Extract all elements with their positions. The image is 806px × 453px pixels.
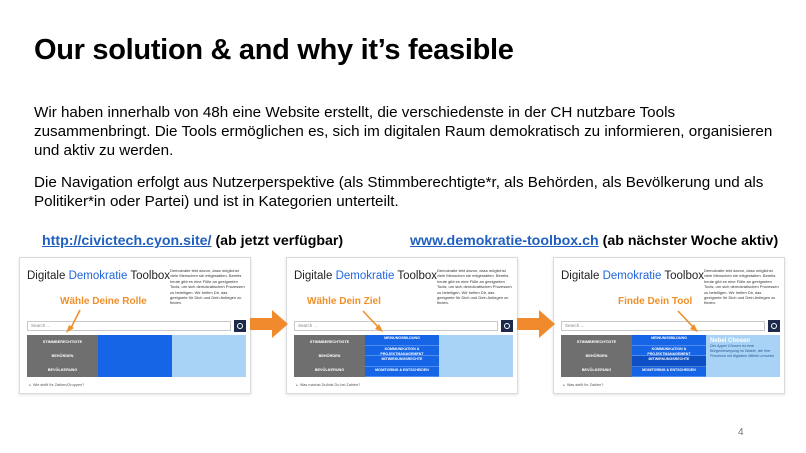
role-menu: STIMMBERECHTIGTE BEHÖRDEN BEVÖLKERUNG: [27, 335, 98, 377]
site-description: Demokratie lebt davon, dass möglichst vi…: [437, 268, 512, 306]
category-panel: [365, 335, 439, 377]
role-item[interactable]: STIMMBERECHTIGTE: [576, 340, 617, 344]
callout-arrow-icon: [66, 309, 81, 333]
search-input[interactable]: Search ...: [27, 321, 231, 331]
category-item[interactable]: MONITORING & ENTSCHEIDEN: [632, 367, 706, 377]
callout-role: Wähle Deine Rolle: [60, 296, 147, 307]
category-item[interactable]: MITWIRKUNGSRECHTE: [365, 356, 439, 367]
tool-card[interactable]: Nebel Chosen Der Appel Chosen ist eine B…: [706, 335, 780, 377]
role-menu: STIMMBERECHTIGTE BEHÖRDEN BEVÖLKERUNG: [561, 335, 632, 377]
search-input[interactable]: Search ...: [561, 321, 765, 331]
role-item[interactable]: BEVÖLKERUNG: [47, 368, 78, 372]
site-description: Demokratie lebt davon, dass möglichst vi…: [704, 268, 779, 306]
arrow-right-icon: [517, 310, 555, 338]
category-item[interactable]: MEINUNGSBILDUNG: [365, 335, 439, 346]
site-description: Demokratie lebt davon, dass möglichst vi…: [170, 268, 245, 306]
paragraph-intro: Wir haben innerhalb von 48h eine Website…: [34, 104, 773, 159]
toolbox-brand: Digitale Demokratie Toolbox: [27, 270, 171, 282]
role-item[interactable]: BEHÖRDEN: [318, 354, 341, 358]
category-menu: MEINUNGSBILDUNG KOMMUNIKATION & PROJEKTM…: [632, 335, 706, 377]
footnote: Was machst Du/bist Du bei Zahlen?: [296, 383, 360, 387]
screenshot-goal: Digitale Demokratie Toolbox Demokratie l…: [286, 257, 518, 394]
arrow-right-icon: [250, 310, 288, 338]
category-item[interactable]: KOMMUNIKATION & PROJEKTMANAGEMENT: [365, 346, 439, 356]
link-toolbox-note: (ab nächster Woche aktiv): [598, 233, 779, 249]
role-item[interactable]: BEHÖRDEN: [51, 354, 74, 358]
toolbox-brand: Digitale Demokratie Toolbox: [294, 270, 438, 282]
category-item[interactable]: KOMMUNIKATION & PROJEKTMANAGEMENT: [632, 346, 706, 356]
toolbox-brand: Digitale Demokratie Toolbox: [561, 270, 705, 282]
role-item[interactable]: BEVÖLKERUNG: [314, 368, 345, 372]
tool-title: Nebel Chosen: [710, 338, 751, 344]
search-icon[interactable]: [768, 320, 780, 332]
role-item[interactable]: STIMMBERECHTIGTE: [309, 340, 350, 344]
tool-panel: [172, 335, 246, 377]
link-line-civictech: http://civictech.cyon.site/ (ab jetzt ve…: [42, 233, 343, 249]
footnote: Wie stellt Ihr Zahlen/Gruppen?: [29, 383, 85, 387]
role-menu: STIMMBERECHTIGTE BEHÖRDEN BEVÖLKERUNG: [294, 335, 365, 377]
search-icon[interactable]: [234, 320, 246, 332]
paragraph-navigation: Die Navigation erfolgt aus Nutzerperspek…: [34, 174, 764, 210]
slide-title: Our solution & and why it’s feasible: [34, 34, 514, 66]
tool-description: Der Appel Chosen ist eine Bürgerbewegung…: [710, 344, 775, 358]
role-item[interactable]: BEVÖLKERUNG: [581, 368, 612, 372]
screenshot-tool: Digitale Demokratie Toolbox Demokratie l…: [553, 257, 785, 394]
category-panel: [98, 335, 172, 377]
link-civictech[interactable]: http://civictech.cyon.site/: [42, 233, 212, 249]
callout-tool: Finde Dein Tool: [618, 296, 693, 307]
category-menu: MEINUNGSBILDUNG KOMMUNIKATION & PROJEKTM…: [365, 335, 439, 377]
role-item[interactable]: STIMMBERECHTIGTE: [42, 340, 83, 344]
search-icon[interactable]: [501, 320, 513, 332]
tool-panel: [439, 335, 513, 377]
screenshot-role: Digitale Demokratie Toolbox Demokratie l…: [19, 257, 251, 394]
category-item[interactable]: MEINUNGSBILDUNG: [632, 335, 706, 346]
footnote: Was stellt Ihr Zahlen?: [563, 383, 604, 387]
category-item[interactable]: MONITORING & ENTSCHEIDEN: [365, 367, 439, 377]
callout-goal: Wähle Dein Ziel: [307, 296, 381, 307]
page-number: 4: [738, 427, 744, 438]
search-input[interactable]: Search ...: [294, 321, 498, 331]
callout-arrow-icon: [362, 310, 383, 332]
link-civictech-note: (ab jetzt verfügbar): [211, 233, 344, 249]
link-demokratie-toolbox[interactable]: www.demokratie-toolbox.ch: [410, 233, 599, 249]
callout-arrow-icon: [677, 310, 698, 332]
role-item[interactable]: BEHÖRDEN: [585, 354, 608, 358]
link-line-toolbox: www.demokratie-toolbox.ch (ab nächster W…: [410, 233, 778, 249]
category-item-selected[interactable]: MITWIRKUNGSRECHTE: [632, 356, 706, 367]
